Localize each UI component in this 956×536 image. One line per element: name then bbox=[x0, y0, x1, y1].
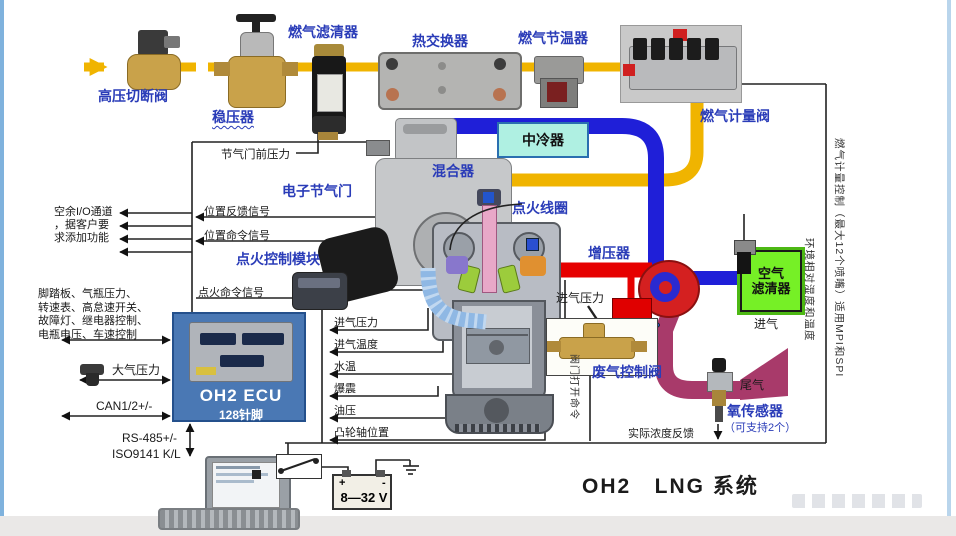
air-intake-label: 进气 bbox=[754, 317, 779, 331]
oxygen-sensor-label: 氧传感器 bbox=[727, 403, 783, 419]
sensor-water-temp: 水温 bbox=[334, 361, 356, 373]
heat-exchanger-label: 热交换器 bbox=[412, 33, 468, 49]
ecu-photo bbox=[189, 322, 293, 382]
io-list-line: 脚踏板、气瓶压力、 bbox=[38, 288, 137, 300]
position-feedback-signal-label: 位置反馈信号 bbox=[204, 206, 270, 218]
intercooler-label: 中冷器 bbox=[522, 132, 564, 148]
metering-note-label: 燃气计量控制（最大12个喷嘴）适用MPI和SPI bbox=[833, 138, 845, 378]
spare-io-line: 空余I/O通道 bbox=[54, 206, 113, 218]
ignition-control-module-label: 点火控制模块 bbox=[236, 251, 320, 267]
mixer-label: 混合器 bbox=[432, 163, 474, 179]
oxygen-sensor-note: （可支持2个） bbox=[724, 422, 797, 434]
io-list-line: 电瓶电压、车速控制 bbox=[38, 328, 137, 341]
pressure-regulator-label: 稳压器 bbox=[212, 109, 254, 125]
battery-plus: + bbox=[339, 477, 346, 489]
sensor-camshaft-position: 凸轮轴位置 bbox=[334, 427, 389, 439]
position-command-signal-label: 位置命令信号 bbox=[204, 230, 270, 242]
exhaust-control-valve-frame bbox=[546, 318, 658, 376]
tail-gas-label: 尾气 bbox=[740, 378, 765, 392]
atmospheric-pressure-label: 大气压力 bbox=[112, 363, 161, 377]
io-list-line: 故障灯、继电器控制、 bbox=[38, 315, 148, 327]
rs485-label: RS-485+/- bbox=[122, 431, 178, 445]
ecu-pins: 128针脚 bbox=[218, 408, 264, 422]
io-list: 脚踏板、气瓶压力、 转速表、高怠速开关、 故障灯、继电器控制、 电瓶电压、车速控… bbox=[38, 288, 148, 342]
air-filter-box: 空气 滤清器 bbox=[737, 247, 805, 315]
air-filter-label-2: 滤清器 bbox=[751, 281, 791, 296]
air-filter-label-1: 空气 bbox=[757, 266, 784, 281]
ecu-name: OH2 ECU bbox=[199, 386, 283, 405]
gas-metering-valve-label: 燃气计量阀 bbox=[700, 108, 770, 124]
left-border-strip bbox=[0, 0, 4, 516]
electronic-throttle-label: 电子节气门 bbox=[282, 183, 352, 199]
sensor-knock: 爆震 bbox=[334, 383, 356, 395]
gas-metering-valve-photo bbox=[620, 25, 742, 103]
gas-filter-label: 燃气滤清器 bbox=[288, 24, 358, 40]
high-pressure-shutoff-valve-label: 高压切断阀 bbox=[98, 88, 168, 104]
ignition-coil-label: 点火线圈 bbox=[512, 200, 568, 216]
ambient-note-label: 环境相对湿度和温度 bbox=[803, 238, 815, 342]
battery-voltage: 8—32 V bbox=[340, 490, 388, 505]
turbocharger-label: 增压器 bbox=[588, 245, 630, 261]
exhaust-control-valve-label: 废气控制阀 bbox=[592, 364, 662, 380]
battery-minus: - bbox=[382, 477, 386, 489]
sensor-intake-temp: 进气温度 bbox=[334, 339, 378, 351]
intake-pressure-right-label: 进气压力 bbox=[556, 291, 605, 305]
diagram-title: OH2 LNG 系统 bbox=[582, 475, 759, 498]
throttle-front-pressure-label: 节气门前压力 bbox=[221, 149, 290, 161]
spare-io-line: 求添加功能 bbox=[54, 232, 109, 244]
io-list-line: 转速表、高怠速开关、 bbox=[38, 301, 148, 314]
ecu-box: OH2 ECU 128针脚 bbox=[172, 312, 306, 422]
bottom-band bbox=[0, 516, 956, 536]
intercooler-box: 中冷器 bbox=[497, 122, 589, 158]
right-border-strip bbox=[947, 0, 951, 516]
sensor-intake-pressure: 进气压力 bbox=[334, 317, 378, 329]
spare-io-line: ，据客户要 bbox=[54, 219, 109, 231]
spare-io-note: 空余I/O通道 ，据客户要 求添加功能 bbox=[54, 206, 113, 245]
actual-concentration-feedback-label: 实际浓度反馈 bbox=[628, 428, 694, 440]
watermark bbox=[792, 494, 922, 508]
can-bus-label: CAN1/2+/- bbox=[96, 399, 153, 413]
valve-open-command-label: 阀门打开命令 bbox=[568, 354, 579, 420]
gas-thermostat-label: 燃气节温器 bbox=[518, 30, 588, 46]
battery: + - 8—32 V bbox=[332, 470, 392, 510]
sensor-oil-pressure: 油压 bbox=[334, 405, 356, 417]
iso9141-label: ISO9141 K/L bbox=[112, 447, 181, 461]
battery-switch bbox=[276, 454, 322, 479]
ignition-command-signal-label: 点火命令信号 bbox=[198, 287, 264, 299]
